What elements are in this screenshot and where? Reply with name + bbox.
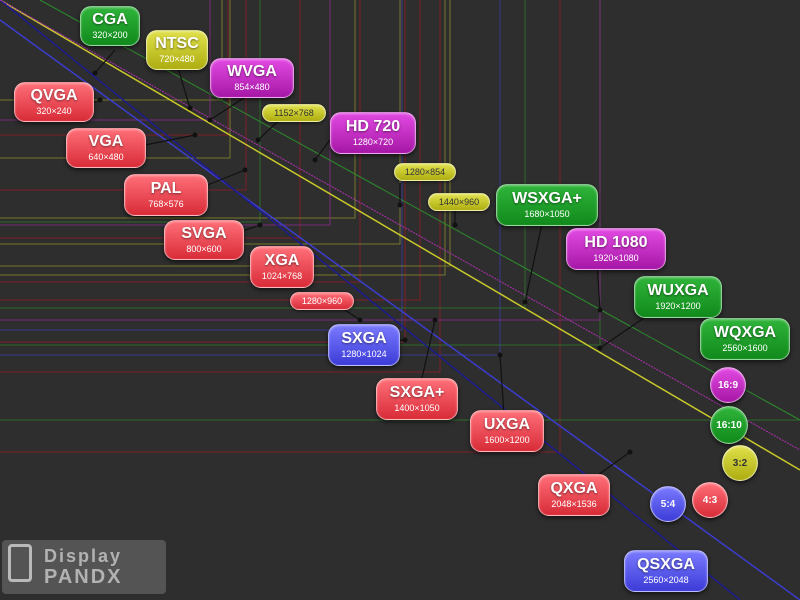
badge-resolution: 320×240 — [36, 106, 72, 116]
badge-cga: CGA 320×200 — [80, 6, 140, 46]
watermark-logo: Display PANDX — [2, 540, 166, 594]
badge-name: QVGA — [30, 87, 78, 104]
badge-name: PAL — [150, 180, 182, 197]
badge-name: WVGA — [227, 63, 277, 80]
badge-xga: XGA 1024×768 — [250, 246, 314, 288]
badge-resolution: 1600×1200 — [484, 435, 530, 445]
badge-resolution: 2560×1600 — [722, 343, 768, 353]
pill-1152x768: 1152×768 — [262, 104, 326, 122]
badge-name: WQXGA — [713, 324, 777, 341]
badge-wuxga: WUXGA 1920×1200 — [634, 276, 722, 318]
badge-resolution: 640×480 — [88, 152, 124, 162]
badge-wqxga: WQXGA 2560×1600 — [700, 318, 790, 360]
watermark-line-1: Display — [44, 546, 123, 566]
badge-hd-1080: HD 1080 1920×1080 — [566, 228, 666, 270]
badge-ntsc: NTSC 720×480 — [146, 30, 208, 70]
badge-uxga: UXGA 1600×1200 — [470, 410, 544, 452]
aspect-ratio-16-10: 16:10 — [710, 406, 748, 444]
badge-vga: VGA 640×480 — [66, 128, 146, 168]
badge-resolution: 1280×1024 — [341, 349, 387, 359]
badge-resolution: 320×200 — [92, 30, 128, 40]
badge-resolution: 800×600 — [186, 244, 222, 254]
badge-resolution: 1280×720 — [352, 137, 394, 147]
badge-name: NTSC — [155, 35, 199, 52]
badge-sxga: SXGA 1280×1024 — [328, 324, 400, 366]
monitor-icon — [8, 544, 32, 582]
badge-name: SVGA — [181, 225, 227, 242]
badge-resolution: 1024×768 — [261, 271, 303, 281]
badge-sxga-plus: SXGA+ 1400×1050 — [376, 378, 458, 420]
badge-name: QSXGA — [637, 556, 695, 573]
badge-wsxga-plus: WSXGA+ 1680×1050 — [496, 184, 598, 226]
badge-resolution: 768×576 — [148, 199, 184, 209]
badge-qsxga: QSXGA 2560×2048 — [624, 550, 708, 592]
badge-name: WSXGA+ — [512, 190, 582, 207]
badge-name: SXGA — [341, 330, 387, 347]
badge-resolution: 2560×2048 — [643, 575, 689, 585]
badge-resolution: 1680×1050 — [524, 209, 570, 219]
badge-name: HD 720 — [345, 118, 401, 135]
badge-svga: SVGA 800×600 — [164, 220, 244, 260]
aspect-ratio-5-4: 5:4 — [650, 486, 686, 522]
badge-resolution: 1920×1200 — [655, 301, 701, 311]
badge-resolution: 1920×1080 — [593, 253, 639, 263]
aspect-ratio-3-2: 3:2 — [722, 445, 758, 481]
badge-resolution: 720×480 — [159, 54, 195, 64]
aspect-ratio-4-3: 4:3 — [692, 482, 728, 518]
pill-1440x960: 1440×960 — [428, 193, 490, 211]
badge-hd-720: HD 720 1280×720 — [330, 112, 416, 154]
badge-wvga: WVGA 854×480 — [210, 58, 294, 98]
badge-name: WUXGA — [647, 282, 709, 299]
aspect-ratio-16-9: 16:9 — [710, 367, 746, 403]
badge-resolution: 854×480 — [234, 82, 270, 92]
watermark-line-2: PANDX — [44, 566, 123, 588]
badge-name: XGA — [264, 252, 300, 269]
badge-qvga: QVGA 320×240 — [14, 82, 94, 122]
badge-name: UXGA — [483, 416, 531, 433]
badge-resolution: 2048×1536 — [551, 499, 597, 509]
badge-pal: PAL 768×576 — [124, 174, 208, 216]
badge-name: QXGA — [550, 480, 598, 497]
badge-qxga: QXGA 2048×1536 — [538, 474, 610, 516]
badge-resolution: 1400×1050 — [394, 403, 440, 413]
pill-1280x960: 1280×960 — [290, 292, 354, 310]
badge-name: CGA — [92, 11, 128, 28]
badge-name: SXGA+ — [389, 384, 445, 401]
badge-name: HD 1080 — [584, 234, 648, 251]
badge-name: VGA — [88, 133, 124, 150]
pill-1280x854: 1280×854 — [394, 163, 456, 181]
